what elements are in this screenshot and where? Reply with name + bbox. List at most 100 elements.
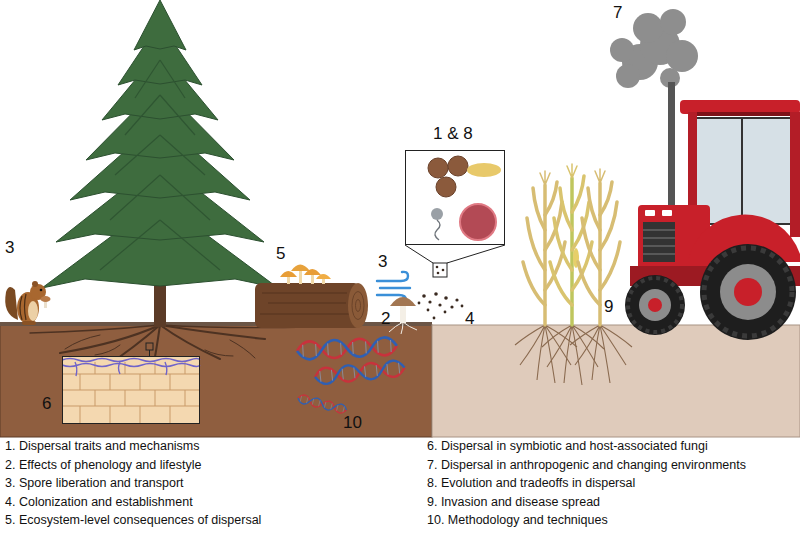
chipmunk (28, 301, 38, 321)
tractor (720, 264, 776, 320)
tractor (662, 210, 672, 216)
exhaust-smoke (633, 13, 663, 43)
sample-square (405, 245, 505, 277)
exhaust-smoke (660, 9, 686, 35)
spruce-tree (100, 60, 220, 270)
tractor (625, 82, 800, 340)
topic-list-item: 4. Colonization and establishment (5, 495, 193, 509)
tractor (734, 278, 762, 306)
exhaust-smoke (616, 64, 640, 88)
callout-number: 7 (613, 3, 622, 23)
tree-roots (30, 325, 310, 373)
small-mushroom (389, 322, 417, 334)
forest-soil (0, 325, 432, 437)
topic-list-item: 1. Dispersal traits and mechanisms (5, 439, 200, 453)
corn-plant (578, 182, 620, 305)
root-inset-contents (62, 374, 200, 406)
root-inset-contents (62, 364, 200, 367)
dna-helix (297, 337, 406, 415)
root-inset-box: 6 (62, 356, 200, 424)
tractor (696, 118, 792, 224)
spore-inset-contents (460, 204, 496, 240)
sample-square (436, 266, 439, 269)
spores (433, 317, 436, 320)
field-soil (432, 325, 800, 437)
tree-roots (30, 325, 160, 333)
spores (422, 294, 426, 298)
log-mushrooms (316, 274, 331, 279)
corn-plant (540, 171, 550, 185)
spores (461, 305, 464, 308)
spruce-tree (134, 0, 186, 50)
root-inset-contents (75, 362, 167, 376)
small-mushroom (400, 304, 406, 323)
small-mushroom (390, 297, 416, 306)
tractor (680, 100, 800, 114)
root-inset-contents (62, 362, 200, 424)
spore-inset-contents (448, 156, 468, 176)
root-inset-contents (80, 406, 170, 424)
dna-helix (297, 337, 398, 360)
chipmunk (32, 281, 38, 287)
root-inset-contents (95, 362, 185, 374)
fallen-log (260, 293, 350, 314)
tractor (688, 112, 800, 116)
tractor (643, 230, 675, 254)
tractor (704, 248, 792, 336)
root-inset-contents (95, 390, 185, 406)
root-inset-contents (62, 356, 200, 424)
root-inset-contents (80, 374, 170, 390)
tractor (643, 222, 675, 262)
fallen-log (348, 283, 368, 328)
topic-list-item: 5. Ecosystem-level consequences of dispe… (5, 513, 261, 527)
chipmunk (40, 289, 43, 292)
fallen-log (255, 283, 360, 328)
root-inset-contents (62, 359, 200, 362)
spores (444, 296, 448, 300)
chipmunk (41, 296, 51, 302)
topic-list-item: 9. Invasion and disease spread (427, 495, 600, 509)
tractor (790, 112, 800, 237)
spruce-tree (42, 0, 278, 327)
sample-square (442, 269, 445, 272)
topic-list-item: 10. Methodology and techniques (427, 513, 608, 527)
tractor (700, 244, 796, 340)
log-mushrooms (280, 265, 331, 285)
corn-roots (570, 325, 632, 383)
chipmunk (20, 294, 26, 320)
spore-inset-contents (436, 177, 456, 197)
callout-number: 9 (604, 297, 613, 317)
spores (444, 311, 447, 314)
topic-list-item: 7. Dispersal in anthropogenic and changi… (427, 458, 746, 472)
spore-inset-contents (431, 208, 443, 220)
tractor (648, 298, 662, 312)
corn-plant (523, 171, 565, 325)
topic-list-item: 2. Effects of phenology and lifestyle (5, 458, 201, 472)
wind-symbol (380, 287, 410, 289)
spore-inset-contents (435, 220, 440, 240)
small-mushroom (389, 297, 417, 334)
fallen-log (356, 300, 361, 312)
tractor (741, 118, 743, 224)
fallen-log (352, 292, 364, 320)
chipmunk (22, 321, 36, 325)
spore-inset-contents (428, 156, 501, 240)
corn-plant (595, 169, 605, 183)
forest-soil (0, 322, 432, 437)
callout-number: 4 (465, 309, 474, 329)
spruce-tree (100, 60, 220, 270)
inset-number: 1 & 8 (433, 124, 473, 144)
root-inset-contents (146, 343, 153, 350)
log-mushrooms (291, 265, 310, 272)
callout-number: 10 (343, 413, 362, 433)
spore-inset-contents (428, 158, 448, 178)
spores (418, 302, 421, 305)
chipmunk (5, 281, 50, 325)
field-soil (432, 325, 800, 437)
corn-plant (567, 164, 577, 178)
corn-plant (550, 164, 592, 325)
spores (455, 298, 458, 301)
tractor (645, 210, 655, 216)
